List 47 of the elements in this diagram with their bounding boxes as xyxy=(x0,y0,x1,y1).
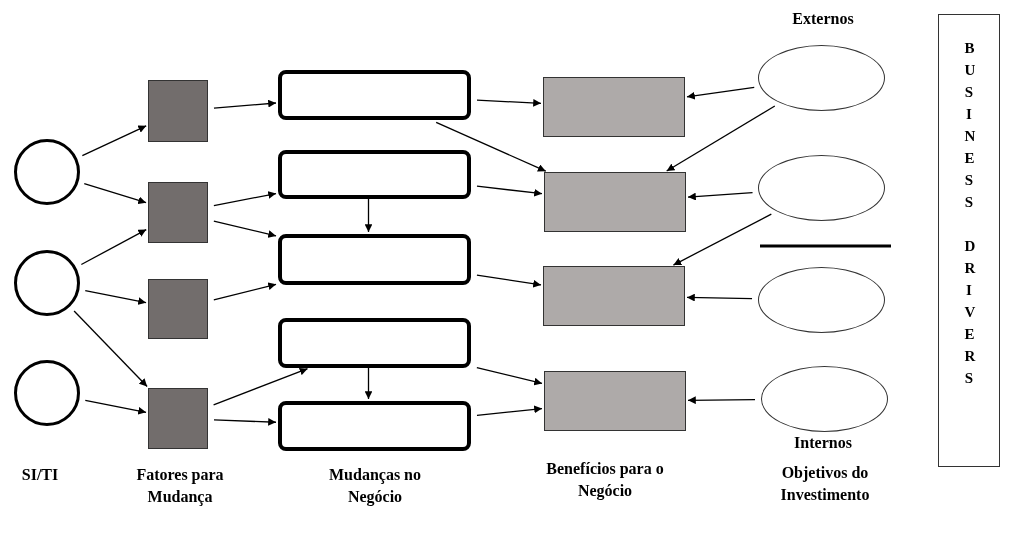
square-box xyxy=(148,388,208,449)
rounded-box xyxy=(278,318,471,368)
arrow xyxy=(672,213,772,266)
arrow xyxy=(476,405,543,416)
column-heading: Fatores para Mudança xyxy=(135,465,225,508)
arrow xyxy=(364,198,373,233)
arrow xyxy=(476,185,543,197)
arrow xyxy=(687,192,754,201)
column-heading: Mudanças no Negócio xyxy=(328,465,422,508)
arrow xyxy=(213,191,277,207)
arrow xyxy=(83,182,147,205)
group-label: Internos xyxy=(793,433,853,453)
rounded-box xyxy=(278,234,471,285)
arrow xyxy=(476,367,543,386)
arrow xyxy=(84,289,147,305)
process-box xyxy=(543,266,685,326)
arrow xyxy=(84,399,147,415)
arrow xyxy=(686,293,753,302)
process-box xyxy=(543,77,685,137)
column-heading: SI/TI xyxy=(20,465,60,485)
arrow xyxy=(476,274,542,288)
arrow xyxy=(435,121,547,172)
arrow xyxy=(213,282,277,301)
process-box xyxy=(544,371,686,431)
arrow xyxy=(213,418,277,426)
group-label: Externos xyxy=(791,9,855,29)
rounded-box xyxy=(278,150,471,199)
arrow xyxy=(80,228,147,266)
arrow xyxy=(686,86,755,100)
column-heading: Objetivos do Investimento xyxy=(779,463,871,505)
rounded-box xyxy=(278,401,471,451)
rounded-box xyxy=(278,70,471,120)
arrow xyxy=(212,367,309,406)
square-box xyxy=(148,182,208,243)
vertical-label: BUSINESS DRIVERS xyxy=(964,39,974,388)
square-box xyxy=(148,80,208,142)
arrow xyxy=(476,99,542,107)
column-heading: Benefícios para o Negócio xyxy=(545,459,665,502)
process-box xyxy=(544,172,686,232)
arrow xyxy=(213,220,277,238)
arrow xyxy=(73,310,148,388)
arrow xyxy=(81,125,147,157)
arrow xyxy=(687,396,756,405)
arrow xyxy=(364,367,373,400)
arrow xyxy=(666,105,776,172)
arrow xyxy=(213,99,277,109)
square-box xyxy=(148,279,208,339)
